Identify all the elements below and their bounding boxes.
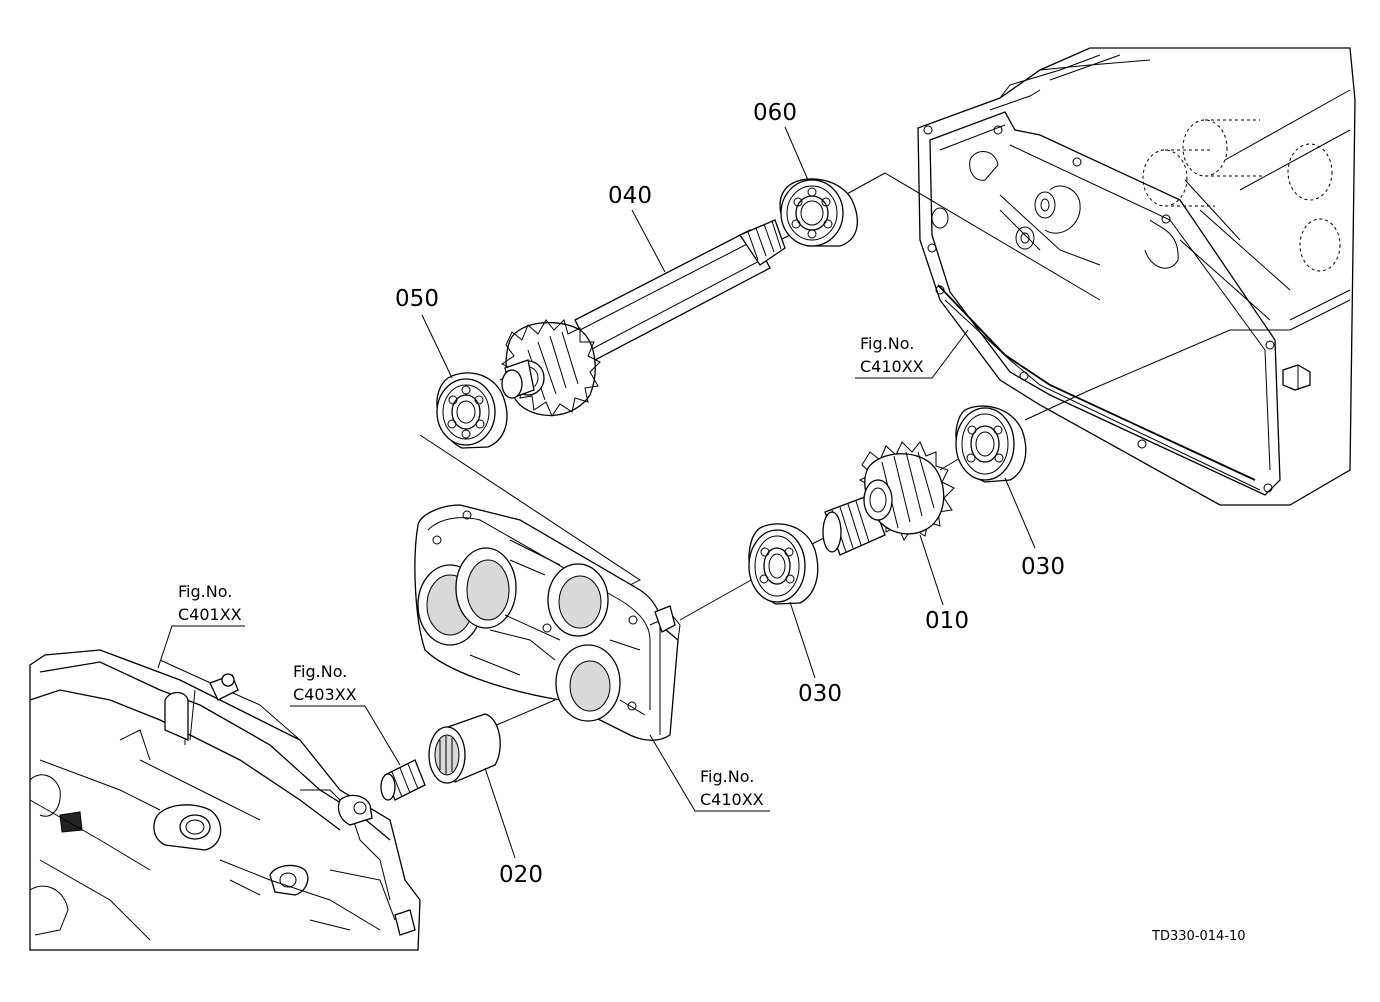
- fig-ref-lower-left-line2: C401XX: [178, 605, 242, 624]
- fig-ref-bearing-plate-line2: C410XX: [700, 790, 764, 809]
- part-label-010: 010: [925, 608, 969, 634]
- gear-010: [822, 441, 955, 556]
- ball-bearing-050: [436, 372, 508, 449]
- gear-shaft-040: [500, 219, 786, 418]
- drawing-code: TD330-014-10: [1151, 929, 1246, 944]
- figure-reference-labels: Fig.No. C410XX Fig.No. C401XX Fig.No. C4…: [157, 329, 969, 812]
- part-label-030-lower: 030: [798, 681, 842, 707]
- fig-ref-shaft-stub: Fig.No. C403XX: [290, 662, 401, 766]
- transmission-case-housing: [917, 47, 1356, 506]
- fig-ref-shaft-stub-line1: Fig.No.: [293, 662, 347, 681]
- part-number-labels: 060 040 050 030 010 030 020: [395, 100, 1065, 888]
- splined-shaft-stub: [380, 759, 426, 801]
- part-label-040: 040: [608, 183, 652, 209]
- fig-ref-shaft-stub-line2: C403XX: [293, 685, 357, 704]
- ball-bearing-030-upper: [955, 405, 1027, 483]
- ball-bearing-030-lower: [748, 523, 819, 605]
- fig-ref-upper-right-line1: Fig.No.: [860, 334, 914, 353]
- fig-ref-bearing-plate: Fig.No. C410XX: [649, 734, 770, 812]
- fig-ref-bearing-plate-line1: Fig.No.: [700, 767, 754, 786]
- ball-bearing-060: [779, 178, 858, 247]
- part-label-030-upper: 030: [1021, 554, 1065, 580]
- lower-left-gearbox-housing: [29, 649, 421, 951]
- fig-ref-upper-right-line2: C410XX: [860, 357, 924, 376]
- part-label-050: 050: [395, 286, 439, 312]
- fig-ref-lower-left-line1: Fig.No.: [178, 582, 232, 601]
- fig-ref-lower-left: Fig.No. C401XX: [157, 582, 245, 669]
- part-label-060: 060: [753, 100, 797, 126]
- fig-ref-upper-right: Fig.No. C410XX: [855, 329, 969, 379]
- bearing-plate-housing: [414, 504, 681, 741]
- part-label-020: 020: [499, 862, 543, 888]
- collar-020: [428, 713, 501, 784]
